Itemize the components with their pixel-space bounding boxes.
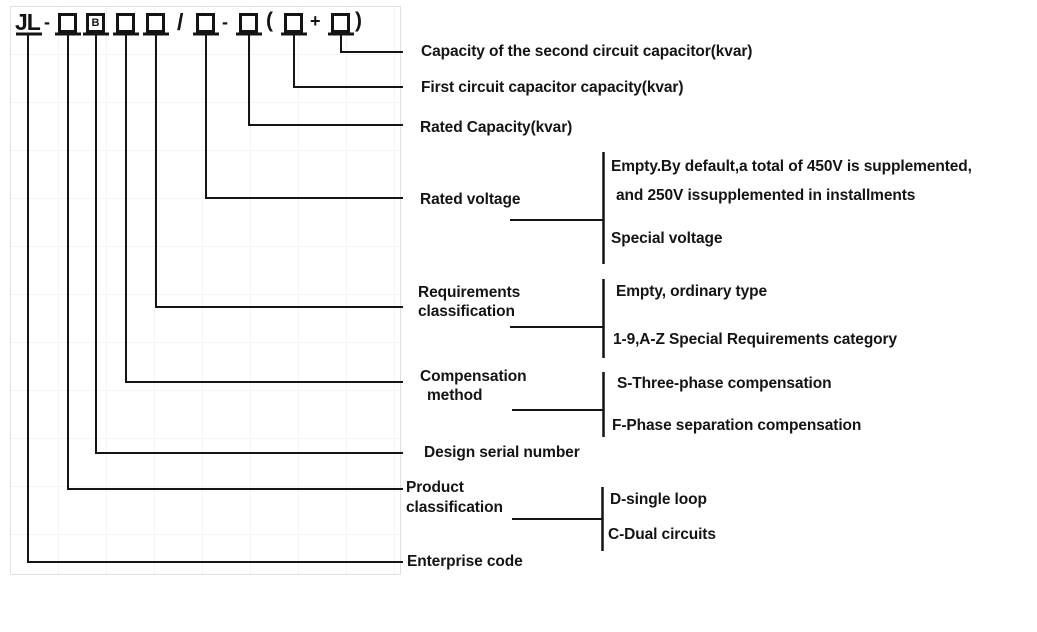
code-prefix: JL [15,9,41,35]
option-requirements-empty: Empty, ordinary type [616,283,768,300]
code-box-rated-voltage [196,13,215,33]
label-requirements-line1: Requirements [418,284,521,301]
code-box-product-classification [58,13,77,33]
label-compensation-line1: Compensation [420,368,527,385]
label-product-line1: Product [406,479,464,496]
option-product-c: C-Dual circuits [608,526,716,543]
option-compensation-f: F-Phase separation compensation [612,417,862,434]
option-compensation-s: S-Three-phase compensation [617,375,832,392]
option-rated-voltage-special: Special voltage [611,230,723,247]
code-box-first-circuit-capacity [284,13,303,33]
label-enterprise-code: Enterprise code [407,553,523,570]
option-product-d: D-single loop [610,491,707,508]
label-compensation-line2: method [427,387,483,404]
code-dash-2: - [222,12,228,32]
label-product-line2: classification [406,499,503,516]
code-plus: + [310,11,321,31]
label-rated-voltage: Rated voltage [420,191,521,208]
option-rated-voltage-empty-line1: Empty.By default,a total of 450V is supp… [611,158,972,175]
code-slash: / [177,9,184,35]
elbow-connectors [27,35,403,563]
code-box-requirements-classification [146,13,165,33]
label-requirements-line2: classification [418,303,515,320]
label-rated-capacity: Rated Capacity(kvar) [420,119,573,136]
label-first-circuit-capacity: First circuit capacitor capacity(kvar) [421,79,684,96]
code-paren-open: ( [266,9,273,32]
code-box-design-serial: B [86,13,105,33]
leader-lines [510,219,604,520]
code-box-rated-capacity [239,13,258,33]
code-box-compensation-method [116,13,135,33]
code-box-second-circuit-capacity [331,13,350,33]
label-capacity-second-circuit: Capacity of the second circuit capacitor… [421,43,753,60]
label-design-serial-number: Design serial number [424,444,580,461]
code-paren-close: ) [355,9,362,32]
option-requirements-special: 1-9,A-Z Special Requirements category [613,331,898,348]
option-divider-bars [601,152,605,551]
code-dash-1: - [44,12,50,32]
option-rated-voltage-empty-line2: and 250V issupplemented in installments [616,187,916,204]
